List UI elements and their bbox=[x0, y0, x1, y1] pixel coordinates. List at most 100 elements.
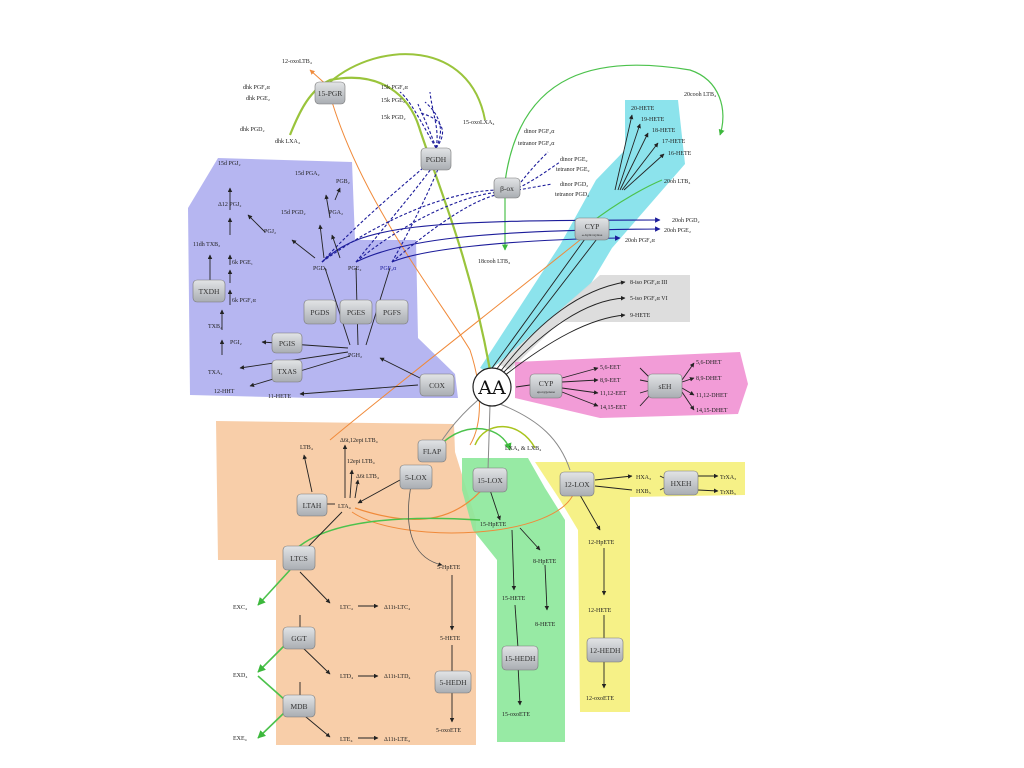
label-ltc4: LTC₄ bbox=[340, 605, 353, 611]
svg-text:15-PGR: 15-PGR bbox=[318, 89, 343, 98]
label-tetranor-pgf2a: tetranor PGF₂α bbox=[518, 141, 555, 147]
label-12epi-ltb4: 12epi LTB₄ bbox=[347, 459, 375, 465]
svg-text:PGDH: PGDH bbox=[426, 155, 447, 164]
label-lte4: LTE₄ bbox=[340, 737, 353, 743]
enzyme-flap: FLAP bbox=[417, 439, 447, 463]
label-dhk-pgf2a: dhk PGF₂α bbox=[243, 85, 271, 91]
label-exd4: EXD₄ bbox=[233, 673, 247, 679]
label-dhk-pgd2: dhk PGD₂ bbox=[240, 127, 265, 133]
label-exe4: EXE₄ bbox=[233, 736, 247, 742]
label-pgh2: PGH₂ bbox=[348, 353, 362, 359]
orange-arrow-lta-to-15lox bbox=[354, 479, 491, 520]
label-6k-pge1: 6k PGE₁ bbox=[232, 260, 253, 266]
label-tetranor-pge2: tetranor PGE₂ bbox=[556, 167, 590, 173]
label-dinor-pgf2a: dinor PGF₂α bbox=[524, 129, 555, 135]
label-8-hpete: 8-HpETE bbox=[533, 559, 557, 565]
label-12-hht: 12-HHT bbox=[214, 389, 235, 395]
label-d6t-ltb4: Δ6t LTB₄ bbox=[356, 474, 379, 480]
label-15d-pga2: 15d PGA₂ bbox=[295, 171, 320, 177]
svg-text:FLAP: FLAP bbox=[423, 447, 441, 456]
lox12-arrows bbox=[579, 473, 719, 689]
enzyme-ggt: GGT bbox=[282, 626, 316, 650]
label-exc4: EXC₄ bbox=[233, 605, 247, 611]
label-20-hete: 20-HETE bbox=[631, 106, 655, 112]
label-d12-pgj2: Δ12 PGJ₂ bbox=[218, 202, 241, 208]
label-6k-pgf1a: 6k PGF₁α bbox=[232, 298, 257, 304]
green-arrow-15pgr-arc bbox=[329, 53, 486, 121]
enzyme-pgdh: PGDH bbox=[420, 147, 452, 171]
svg-text:15-HEDH: 15-HEDH bbox=[505, 654, 536, 663]
enzyme-pgfs: PGFS bbox=[375, 299, 409, 325]
svg-text:MDB: MDB bbox=[290, 702, 307, 711]
svg-text:epoxygenase: epoxygenase bbox=[537, 390, 556, 394]
enzyme-12-hedh: 12-HEDH bbox=[586, 637, 624, 663]
gray-arrow-aa-to-12lox bbox=[499, 403, 571, 471]
svg-text:CYP: CYP bbox=[539, 379, 554, 388]
label-20oh-ltb4: 20oh LTB₄ bbox=[664, 179, 690, 185]
label-15k-pgf2a: 15k PGF₂α bbox=[381, 85, 409, 91]
label-pgd2: PGD₂ bbox=[313, 266, 327, 272]
label-lxa4-lxb4: LXA₄ & LXB₄ bbox=[505, 446, 541, 452]
label-5-6-dhet: 5,6-DHET bbox=[696, 360, 722, 366]
label-14-15-dhet: 14,15-DHET bbox=[696, 408, 728, 414]
svg-text:COX: COX bbox=[429, 381, 445, 390]
svg-text:HXEH: HXEH bbox=[671, 479, 692, 488]
label-15d-pgj2: 15d PGJ₂ bbox=[218, 161, 241, 167]
enzyme-12-lox: 12-LOX bbox=[559, 471, 595, 497]
orange-arrow-lta-to-cyp bbox=[329, 239, 581, 441]
gray-arrow-aa-to-15lox bbox=[487, 404, 491, 471]
enzyme-cyp-hydroxylase: CYP ω-hydroxylase bbox=[574, 217, 610, 241]
svg-text:12-LOX: 12-LOX bbox=[564, 480, 590, 489]
svg-text:LTAH: LTAH bbox=[303, 501, 322, 510]
label-hxb3: HXB₃ bbox=[636, 489, 651, 495]
cox-dashed-connectors bbox=[321, 91, 561, 263]
label-dhk-lxa4: dhk LXA₄ bbox=[275, 139, 300, 145]
lox15-pathway-region bbox=[462, 458, 565, 742]
green-arrow-aa-to-lxa bbox=[288, 76, 492, 371]
label-12-oxoltb4: 12-oxoLTB₄ bbox=[282, 59, 312, 65]
enzyme-15-pgr: 15-PGR bbox=[314, 81, 346, 105]
svg-text:PGIS: PGIS bbox=[279, 339, 295, 348]
label-20cooh-ltb4: 20cooh LTB₄ bbox=[684, 92, 716, 98]
label-d11t-ltd4: Δ11t-LTD₄ bbox=[384, 674, 411, 680]
label-ltb4: LTB₄ bbox=[300, 445, 313, 451]
label-12-hete: 12-HETE bbox=[588, 608, 612, 614]
label-8-9-eet: 8,9-EET bbox=[600, 378, 621, 384]
lox5-arrows bbox=[299, 444, 455, 741]
label-12-hpete: 12-HpETE bbox=[588, 540, 615, 546]
label-18cooh-ltb4: 18cooh LTB₄ bbox=[478, 259, 510, 265]
svg-text:CYP: CYP bbox=[585, 222, 600, 231]
label-pge2: PGE₂ bbox=[348, 266, 361, 272]
svg-text:sEH: sEH bbox=[659, 382, 673, 391]
label-8-iso-pgf2a: 8-iso PGF₂α III bbox=[630, 280, 667, 286]
label-dhk-pge2: dhk PGE₂ bbox=[246, 96, 270, 102]
enzyme-txas: TXAS bbox=[271, 359, 303, 383]
label-trxb3: TrXB₃ bbox=[720, 490, 736, 496]
label-15-hete: 15-HETE bbox=[502, 596, 526, 602]
label-17-hete: 17-HETE bbox=[662, 139, 686, 145]
label-pgf2a: PGF₂α bbox=[380, 266, 397, 272]
green-arrow-ggt-exd4 bbox=[257, 644, 286, 673]
label-5-oxoete: 5-oxoETE bbox=[436, 728, 461, 734]
label-d6t-12epi-ltb4: Δ6t,12epi LTB₄ bbox=[340, 438, 378, 444]
enzyme-txdh: TXDH bbox=[192, 279, 226, 303]
green-arrow-mdb-exe4 bbox=[257, 711, 286, 739]
enzyme-ltcs: LTCS bbox=[282, 545, 316, 571]
label-d11t-ltc4: Δ11t-LTC₄ bbox=[384, 605, 410, 611]
enzyme-mdb: MDB bbox=[282, 694, 316, 718]
enzyme-cox: COX bbox=[419, 373, 455, 397]
label-pgb2: PGB₂ bbox=[336, 179, 350, 185]
enzyme-15-lox: 15-LOX bbox=[472, 467, 508, 493]
label-8-9-dhet: 8,9-DHET bbox=[696, 376, 722, 382]
label-11-12-dhet: 11,12-DHET bbox=[696, 393, 728, 399]
enzyme-5-lox: 5-LOX bbox=[399, 464, 433, 490]
enzyme-pgds: PGDS bbox=[303, 299, 337, 325]
svg-text:GGT: GGT bbox=[291, 634, 307, 643]
label-15k-pgd2: 15k PGD₂ bbox=[381, 115, 406, 121]
label-txb2: TXB₂ bbox=[208, 324, 222, 330]
lox15-arrows bbox=[489, 489, 550, 706]
svg-text:15-LOX: 15-LOX bbox=[477, 476, 503, 485]
svg-text:β-ox: β-ox bbox=[500, 184, 514, 193]
label-11-12-eet: 11,12-EET bbox=[600, 391, 627, 397]
enzyme-seh: sEH bbox=[647, 373, 683, 399]
